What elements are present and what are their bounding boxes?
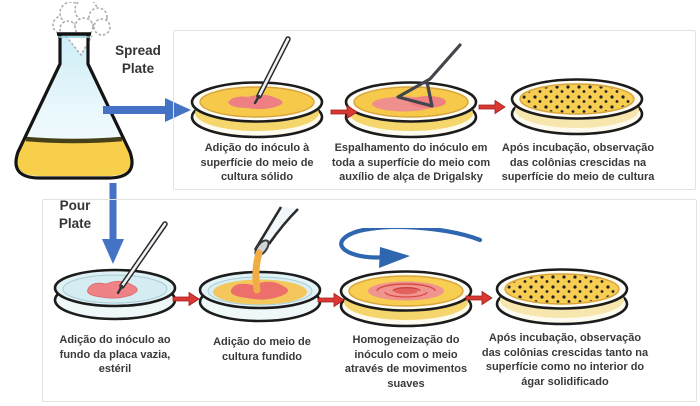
step-arrow-red-icon <box>465 290 493 306</box>
petri-dish-drigalsky-spreader-icon <box>344 43 478 139</box>
flask-liquid <box>16 139 132 176</box>
step-arrow-red-icon <box>478 99 506 115</box>
pouring-flask-icon <box>252 206 299 294</box>
step-caption: Adição do inóculo à superfície do meio d… <box>200 142 314 183</box>
plate-pouring-flask-icon <box>198 206 322 323</box>
spread-plate-panel <box>173 30 696 190</box>
inoculum-blob <box>87 280 138 299</box>
empty-petri-plate <box>53 268 177 321</box>
petri-dish-colonies-icon <box>495 268 629 326</box>
empty-plate-pipette-icon <box>53 221 177 321</box>
step-caption: Adição do meio de cultura fundido <box>213 336 311 363</box>
petri-dish <box>190 81 324 139</box>
petri-dish <box>495 268 629 326</box>
medium-stream <box>252 249 263 294</box>
petri-dish <box>510 78 644 136</box>
step-caption: Após incubação, observação das colônias … <box>501 142 655 183</box>
colonies-dots <box>522 85 632 113</box>
petri-plate-with-medium <box>198 270 322 323</box>
step-caption: Homogeneização do inóculo com o meio atr… <box>344 334 468 390</box>
step-arrow-red-icon <box>317 292 345 308</box>
pipette-icon <box>116 221 168 295</box>
petri-dish-pipette-icon <box>190 36 324 139</box>
rotation-arrow-icon <box>339 228 483 268</box>
petri-dish-colonies-icon <box>510 78 644 136</box>
petri-dish <box>339 270 473 328</box>
step-arrow-red-icon <box>172 291 200 307</box>
pour-plate-arrow-icon <box>102 183 124 264</box>
culture-flask-illustration <box>14 2 134 180</box>
drigalsky-spreader-icon <box>396 43 462 108</box>
cotton-plug-icon <box>52 2 111 57</box>
plate-swirl-homogenization-icon <box>339 228 483 328</box>
pipette-icon <box>253 36 291 105</box>
flask-outline <box>14 34 134 180</box>
pour-plate-panel <box>42 199 697 402</box>
step-caption: Espalhamento do inóculo em toda a superf… <box>331 142 491 183</box>
step-caption: Adição do inóculo ao fundo da placa vazi… <box>59 334 171 375</box>
spread-plate-label: Spread Plate <box>115 43 161 76</box>
pour-plate-label: Pour Plate <box>58 198 92 231</box>
spread-plate-arrow-icon <box>103 98 191 122</box>
colonies-dots <box>507 275 617 303</box>
liquid-surface-line <box>25 136 123 144</box>
step-arrow-red-icon <box>330 104 358 120</box>
step-caption: Após incubação, observação das colônias … <box>481 332 649 388</box>
